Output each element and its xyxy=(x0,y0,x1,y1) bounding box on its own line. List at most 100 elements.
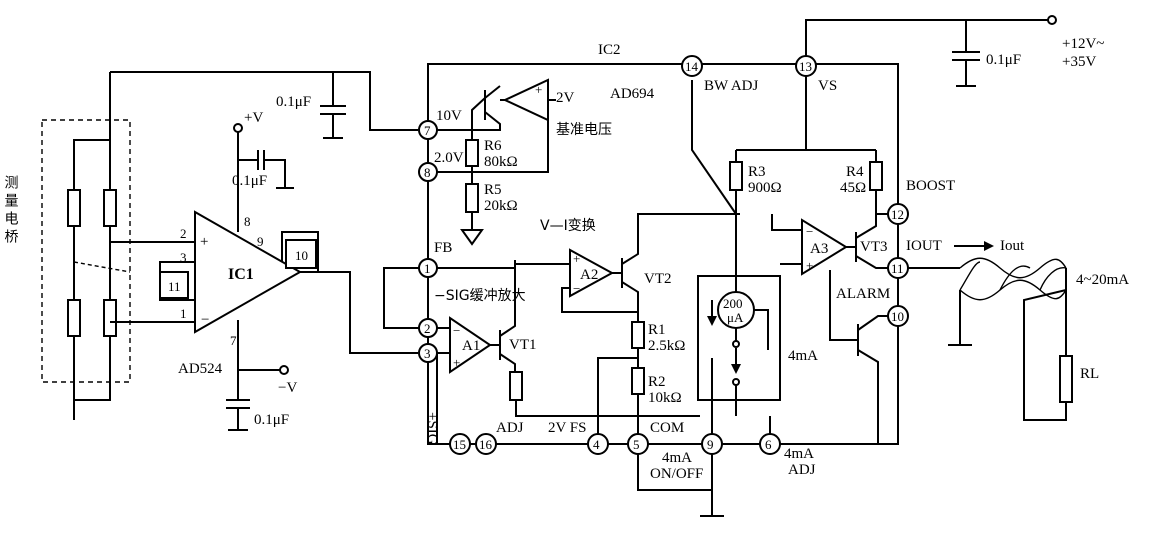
vt1-label: VT1 xyxy=(509,337,537,353)
a3-opamp xyxy=(801,218,848,276)
bridge-label-1: 测量电桥 xyxy=(3,175,19,247)
r4-resistor xyxy=(869,161,883,191)
a1-plus: + xyxy=(453,355,460,370)
vs-label: VS xyxy=(818,78,837,94)
r1-label: R1 xyxy=(648,322,666,338)
rl-resistor xyxy=(1059,355,1073,403)
plus-v-label: +V xyxy=(244,110,263,126)
ic2-pin-6-label: 6 xyxy=(765,437,772,452)
src-ua: μA xyxy=(727,310,744,325)
ma-on-off-2: ON/OFF xyxy=(650,466,703,482)
com-label: COM xyxy=(650,420,684,436)
r3-value: 900Ω xyxy=(748,180,782,196)
vt3-label: VT3 xyxy=(860,239,888,255)
switch-contact-top xyxy=(732,340,740,348)
ic2-pin-2-label: 2 xyxy=(424,321,431,336)
r1-value: 2.5kΩ xyxy=(648,338,685,354)
ic2-pin-14 xyxy=(681,55,703,77)
r1-resistor xyxy=(631,321,645,349)
range-label: 4~20mA xyxy=(1076,272,1129,288)
ic2-pin-16-label: 16 xyxy=(479,437,493,452)
r3-label: R3 xyxy=(748,164,766,180)
ic2-pin-14-label: 14 xyxy=(685,59,699,74)
ref-plus: + xyxy=(535,82,542,97)
ic1-cap-bottom: 0.1μF xyxy=(254,412,289,428)
r6-value: 80kΩ xyxy=(484,154,518,170)
ic2-pin-5-label: 5 xyxy=(633,437,640,452)
a3-label: A3 xyxy=(810,241,828,257)
alarm-label: ALARM xyxy=(836,286,890,302)
label-10v: 10V xyxy=(436,108,462,124)
bridge-resistor-1 xyxy=(67,189,81,227)
r3-resistor xyxy=(729,161,743,191)
r5-ground xyxy=(460,229,484,246)
ic2-pin-10 xyxy=(887,305,909,327)
supply-line-1: +12V~ xyxy=(1062,36,1104,52)
ic2-pin-1-label: 1 xyxy=(424,261,431,276)
ic2-pin-8-label: 8 xyxy=(424,165,431,180)
r6-resistor xyxy=(465,139,479,167)
supply-terminal xyxy=(1047,15,1057,25)
ic2-pin-16 xyxy=(475,433,497,455)
switch-contact-bottom xyxy=(732,378,740,386)
r2-label: R2 xyxy=(648,374,666,390)
label-2v: 2.0V xyxy=(434,150,464,166)
vt1-resistor xyxy=(509,371,523,401)
r5-value: 20kΩ xyxy=(484,198,518,214)
ic2-name: IC2 xyxy=(598,42,621,58)
ic1-pin-9: 9 xyxy=(257,234,264,249)
ic2-pin-10-label: 10 xyxy=(891,309,904,324)
supply-cap-label: 0.1μF xyxy=(986,52,1021,68)
a2-label: A2 xyxy=(580,267,598,283)
ic2-pin-15-label: 15 xyxy=(453,437,466,452)
ic1-cap-top: 0.1μF xyxy=(232,173,267,189)
ic1-gain-box xyxy=(159,271,189,299)
rl-label: RL xyxy=(1080,366,1099,382)
switch-arrow xyxy=(731,364,741,374)
current-arrow-left xyxy=(707,316,717,326)
ic2-package xyxy=(427,63,899,445)
r2-resistor xyxy=(631,367,645,395)
ic2-part: AD694 xyxy=(610,86,655,102)
iout-arrow xyxy=(984,241,994,251)
sig-buffer-label: −SIG缓冲放大 xyxy=(434,288,526,304)
minus-v-terminal xyxy=(279,365,289,375)
plus-v-terminal xyxy=(233,123,243,133)
v-i-convert-label: V—I变换 xyxy=(540,217,596,234)
i-out-label: IOUT xyxy=(906,238,942,254)
supply-line-2: +35V xyxy=(1062,54,1096,70)
boost-label: BOOST xyxy=(906,178,955,194)
ma-on-off-1: 4mA xyxy=(662,450,692,466)
a2-minus: − xyxy=(573,281,580,296)
a1-label: A1 xyxy=(462,338,480,354)
ic2-pin-7-label: 7 xyxy=(424,123,431,138)
adj-label: ADJ xyxy=(496,420,524,436)
a3-minus: − xyxy=(806,224,813,239)
src-200: 200 xyxy=(723,296,743,311)
ic2-pin-12 xyxy=(887,203,909,225)
bridge-resistor-2 xyxy=(103,189,117,227)
ic2-pin-4 xyxy=(587,433,609,455)
a2-plus: + xyxy=(573,251,580,266)
r6-label: R6 xyxy=(484,138,502,154)
ic1-opamp: IC1 + − xyxy=(194,210,303,334)
ref-2v-label: 2V xyxy=(556,90,575,106)
ic1-minus: − xyxy=(201,312,209,328)
ic2-pin-11-label: 11 xyxy=(891,261,904,276)
r4-value: 45Ω xyxy=(840,180,866,196)
a1-minus: − xyxy=(453,323,460,338)
ic1-pin-8: 8 xyxy=(244,214,251,229)
minus-v-label: −V xyxy=(278,380,297,396)
ic1-label: IC1 xyxy=(228,266,254,283)
r5-resistor xyxy=(465,183,479,213)
ic2-pin-4-label: 4 xyxy=(593,437,600,452)
ic1-pin-2: 2 xyxy=(180,226,187,241)
two-v-fs-label: 2V FS xyxy=(548,420,587,436)
iout-arrow-label: Iout xyxy=(1000,238,1025,254)
measurement-bridge: 测量电桥 xyxy=(3,72,131,420)
bridge-resistor-4 xyxy=(103,299,117,337)
ic1-pin-10: 10 xyxy=(295,248,308,263)
ic2-pin-3-label: 3 xyxy=(424,346,431,361)
ic2-pin-13-label: 13 xyxy=(799,59,812,74)
